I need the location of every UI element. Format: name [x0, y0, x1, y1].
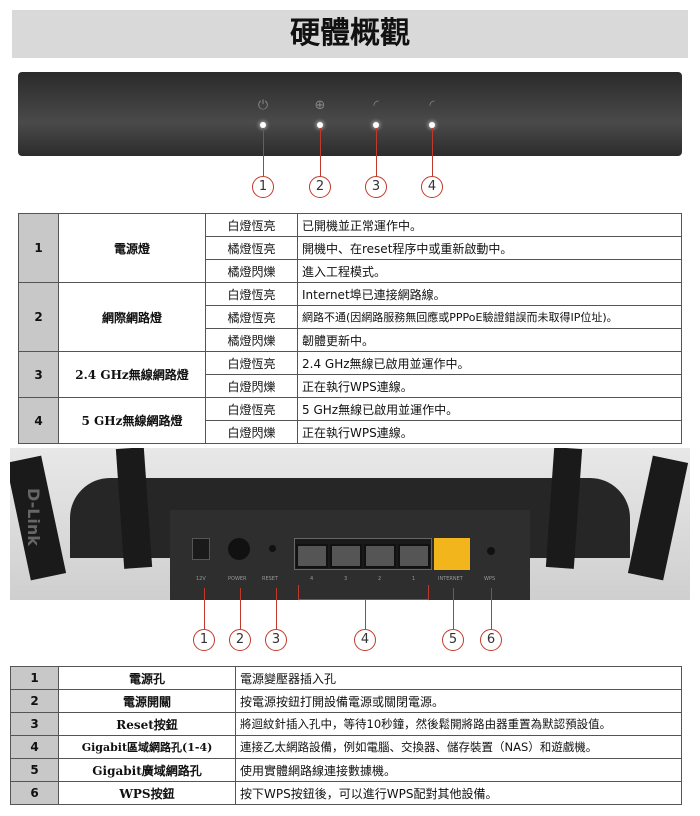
wps-button [487, 547, 495, 555]
rear-callout-5: 5 [442, 629, 464, 651]
internet-led [317, 122, 323, 128]
wifi-5-led [429, 122, 435, 128]
callout-2: 2 [309, 176, 331, 198]
brand-logo: D-Link [24, 488, 43, 546]
page-title: 硬體概觀 [12, 10, 688, 58]
router-rear-image: D-Link 12V POWER RESET 4 3 2 1 INTERNET … [10, 448, 690, 600]
dc-jack [192, 538, 210, 560]
wifi-24-icon: ◜ [373, 98, 379, 113]
internet-port [434, 538, 470, 570]
power-button [228, 538, 250, 560]
table-row: 橘燈恆亮網路不通(因網路服務無回應或PPPoE驗證錯誤而未取得IP位址)。 [19, 305, 682, 329]
rear-callout-1: 1 [193, 629, 215, 651]
rear-callout-3: 3 [265, 629, 287, 651]
rear-callout-4: 4 [354, 629, 376, 651]
power-icon: ⏻ [257, 98, 269, 113]
rear-callout-2: 2 [229, 629, 251, 651]
reset-hole [269, 545, 276, 552]
table-row: 橘燈閃爍韌體更新中。 [19, 328, 682, 352]
globe-icon: ⊕ [314, 98, 326, 113]
callout-1: 1 [252, 176, 274, 198]
callout-4: 4 [421, 176, 443, 198]
table-row: 橘燈恆亮開機中、在reset程序中或重新啟動中。 [19, 236, 682, 260]
table-row: 白燈閃爍正在執行WPS連線。 [19, 420, 682, 444]
router-front-image: ⏻ ⊕ ◜ ◜ [18, 72, 682, 156]
rear-callout-6: 6 [480, 629, 502, 651]
wifi-5-icon: ◜ [429, 98, 435, 113]
callout-3: 3 [365, 176, 387, 198]
wifi-24-led [373, 122, 379, 128]
power-led [260, 122, 266, 128]
